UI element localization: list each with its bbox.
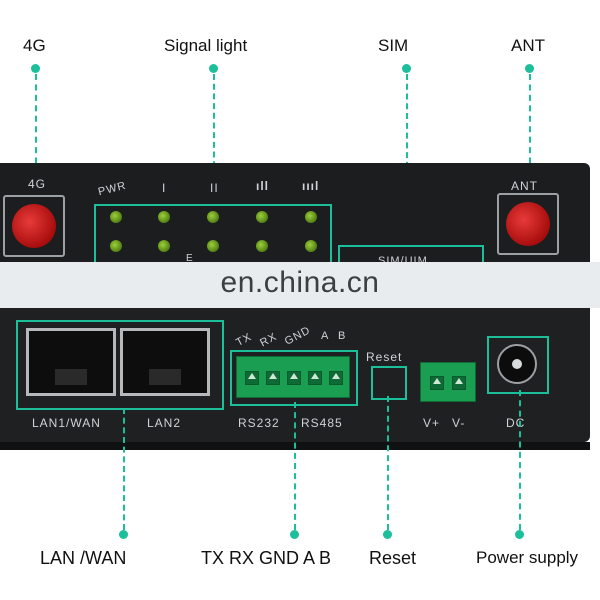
led-icon: [256, 240, 268, 252]
terminal-pin: [452, 376, 466, 390]
led-icon: [110, 240, 122, 252]
label-pin-gnd: GND: [282, 324, 313, 348]
terminal-pin: [245, 371, 259, 385]
sim-slot-highlight-box: [338, 245, 484, 277]
led-icon: [158, 211, 170, 223]
label-lan2: LAN2: [147, 416, 182, 430]
callout-dot: [515, 530, 524, 539]
led-icon: [305, 211, 317, 223]
callout-leader-line: [519, 390, 521, 530]
label-signal-3: ıll: [256, 179, 270, 193]
terminal-pin: [329, 371, 343, 385]
callout-dot: [290, 530, 299, 539]
callout-reset: Reset: [369, 548, 417, 568]
terminal-pin: [287, 371, 301, 385]
label-signal-4: ıııl: [302, 179, 320, 193]
led-icon: [305, 240, 317, 252]
label-lan1-wan: LAN1/WAN: [32, 416, 101, 430]
reset-button-icon: [371, 366, 407, 400]
antenna-connector-icon: [3, 195, 65, 257]
callout-dot: [209, 64, 218, 73]
callout-leader-line: [406, 74, 408, 246]
label-pin-b: B: [338, 330, 347, 342]
terminal-block-icon: [420, 362, 476, 402]
led-icon: [207, 240, 219, 252]
callout-sim: SIM: [378, 36, 409, 55]
callout-leader-line: [294, 402, 296, 530]
label-reset: Reset: [366, 350, 403, 364]
callout-ant: ANT: [511, 36, 545, 55]
led-icon: [256, 211, 268, 223]
callout-leader-line: [123, 408, 125, 530]
lan-highlight-box: [16, 320, 224, 410]
callout-dot: [525, 64, 534, 73]
label-signal-1: I: [162, 181, 167, 195]
callout-power-supply: Power supply: [476, 548, 579, 567]
led-icon: [207, 211, 219, 223]
callout-leader-line: [529, 74, 531, 174]
watermark-text: en.china.cn: [220, 266, 380, 299]
label-signal-2: II: [210, 181, 219, 195]
callout-lan-wan: LAN /WAN: [40, 548, 127, 568]
label-ant: ANT: [511, 179, 538, 193]
callout-leader-line: [35, 74, 37, 174]
label-4g: 4G: [28, 177, 47, 191]
label-pin-rx: RX: [258, 330, 280, 350]
label-dc: DC: [506, 416, 526, 430]
label-pin-a: A: [321, 330, 330, 342]
led-icon: [110, 211, 122, 223]
label-pwr: PWR: [96, 179, 128, 199]
ethernet-port-icon: [26, 328, 116, 396]
callout-dot: [402, 64, 411, 73]
callout-dot: [383, 530, 392, 539]
terminal-pin: [430, 376, 444, 390]
callout-dot: [119, 530, 128, 539]
router-front-panel-top: 4G PWR I II ıll ıııl ANT E SIM/UIM: [0, 163, 590, 277]
callout-leader-line: [213, 74, 215, 206]
callout-serial-pins: TX RX GND A B: [201, 548, 332, 568]
label-rs485: RS485: [301, 416, 343, 430]
ethernet-port-icon: [120, 328, 210, 396]
led-icon: [158, 240, 170, 252]
dc-jack-icon: [497, 344, 537, 384]
callout-dot: [31, 64, 40, 73]
label-vplus: V+: [423, 416, 441, 430]
callout-4g: 4G: [23, 36, 46, 55]
dc-jack-highlight-box: [487, 336, 549, 394]
callout-leader-line: [387, 396, 389, 530]
label-vminus: V-: [452, 416, 466, 430]
watermark-band: [0, 262, 600, 308]
terminal-pin: [266, 371, 280, 385]
terminal-pin: [308, 371, 322, 385]
label-rs232: RS232: [238, 416, 280, 430]
label-partial: E: [186, 253, 194, 264]
antenna-connector-icon: [497, 193, 559, 255]
callout-signal-light: Signal light: [164, 36, 248, 55]
terminal-block-icon: [236, 356, 350, 398]
label-pin-tx: TX: [234, 330, 254, 350]
